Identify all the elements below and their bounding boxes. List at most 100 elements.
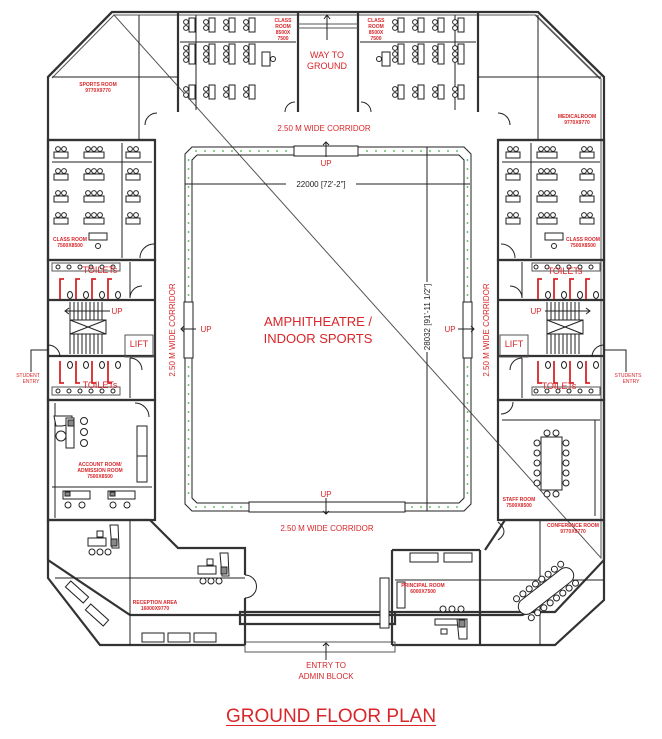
chair bbox=[203, 25, 209, 31]
drawing-title: GROUND FLOOR PLAN bbox=[0, 706, 662, 728]
chair bbox=[243, 86, 249, 92]
wash-basin bbox=[577, 264, 583, 270]
chair bbox=[525, 585, 533, 593]
chair bbox=[452, 86, 458, 92]
desk bbox=[125, 173, 141, 181]
planter-dot bbox=[466, 213, 469, 215]
way-to-ground-label-2: GROUND bbox=[307, 61, 347, 71]
wc-partition bbox=[553, 361, 558, 384]
chair bbox=[97, 168, 103, 174]
planter-dot bbox=[204, 506, 206, 508]
planter-dot bbox=[240, 506, 242, 508]
chair bbox=[550, 565, 558, 573]
planter-dot bbox=[258, 150, 260, 152]
chair bbox=[452, 25, 458, 31]
student-entry-label: STUDENT bbox=[16, 373, 40, 379]
planter-dot bbox=[187, 186, 190, 188]
chair bbox=[183, 57, 189, 63]
chair bbox=[540, 604, 548, 612]
desk bbox=[457, 84, 465, 100]
planter-dot bbox=[466, 285, 469, 287]
class-room-top-left-name: CLASS bbox=[275, 18, 293, 24]
hall-width-dimension: 22000 [72'-2"] bbox=[296, 180, 345, 189]
desk bbox=[505, 151, 521, 159]
chair bbox=[223, 25, 229, 31]
planter-dot bbox=[466, 240, 469, 242]
staff-room-size: 7500X8500 bbox=[506, 503, 532, 509]
chair bbox=[581, 212, 587, 218]
chair bbox=[91, 146, 97, 152]
planter-dot bbox=[187, 204, 190, 206]
chair bbox=[546, 599, 554, 607]
planter-dot bbox=[187, 429, 190, 431]
chair bbox=[127, 212, 133, 218]
wc-pan bbox=[593, 291, 599, 299]
reception-furniture bbox=[64, 524, 330, 660]
chair bbox=[203, 19, 209, 25]
wc-pan bbox=[83, 361, 89, 369]
planter-dot bbox=[411, 150, 413, 152]
chair bbox=[61, 190, 67, 196]
chair bbox=[91, 212, 97, 218]
chair bbox=[432, 19, 438, 25]
wc-partition bbox=[585, 361, 590, 384]
wc-pan bbox=[593, 361, 599, 369]
corridor-left-label: 2.50 M WIDE CORRIDOR bbox=[168, 283, 177, 377]
chair bbox=[452, 92, 458, 98]
chair bbox=[127, 146, 133, 152]
planter-dot bbox=[466, 465, 469, 467]
chair bbox=[534, 609, 542, 617]
sports-room-name: SPORTS ROOM bbox=[79, 82, 117, 88]
planter-dot bbox=[195, 150, 197, 152]
desk bbox=[417, 43, 425, 65]
chair bbox=[392, 92, 398, 98]
wc-pan bbox=[545, 361, 551, 369]
chair bbox=[412, 19, 418, 25]
planter-dot bbox=[187, 285, 190, 287]
chair bbox=[223, 51, 229, 57]
wash-basin bbox=[555, 264, 561, 270]
planter-dot bbox=[187, 249, 190, 251]
planter-dot bbox=[466, 384, 469, 386]
chair bbox=[581, 146, 587, 152]
wc-pan bbox=[545, 291, 551, 299]
chair bbox=[562, 479, 570, 487]
wc-partition bbox=[537, 278, 542, 299]
account-room bbox=[46, 398, 157, 522]
planter-dot bbox=[187, 375, 190, 377]
desk bbox=[53, 151, 69, 159]
toilets-left-top-label: TOILETs bbox=[83, 265, 118, 275]
wc-partition bbox=[569, 361, 574, 384]
chair bbox=[55, 168, 61, 174]
corridor-bottom-label: 2.50 M WIDE CORRIDOR bbox=[280, 524, 374, 533]
planter-dot bbox=[204, 150, 206, 152]
wc-pan bbox=[561, 291, 567, 299]
classroom-top-right-desks bbox=[376, 17, 465, 100]
chair bbox=[183, 86, 189, 92]
chair bbox=[412, 25, 418, 31]
toilets-right-bottom-label: TOILETs bbox=[542, 381, 577, 391]
chair bbox=[223, 45, 229, 51]
planter-dot bbox=[466, 420, 469, 422]
planter-dot bbox=[466, 411, 469, 413]
desk bbox=[536, 217, 558, 225]
chair bbox=[97, 212, 103, 218]
wash-basin bbox=[66, 264, 72, 270]
planter-dot bbox=[466, 231, 469, 233]
chair bbox=[550, 146, 556, 152]
planter-dot bbox=[222, 150, 224, 152]
conference-room-size: 9770X9770 bbox=[560, 529, 586, 535]
chair bbox=[270, 56, 276, 62]
chair bbox=[452, 57, 458, 63]
planter-dot bbox=[213, 506, 215, 508]
chair bbox=[552, 429, 560, 437]
chair bbox=[392, 51, 398, 57]
planter-dot bbox=[466, 258, 469, 260]
planter-dot bbox=[466, 168, 469, 170]
wc-pan bbox=[99, 361, 105, 369]
students-entry-label-2: ENTRY bbox=[623, 379, 641, 385]
planter-dot bbox=[187, 276, 190, 278]
chair bbox=[552, 490, 560, 498]
desk bbox=[208, 84, 216, 100]
planter-dot bbox=[466, 456, 469, 458]
